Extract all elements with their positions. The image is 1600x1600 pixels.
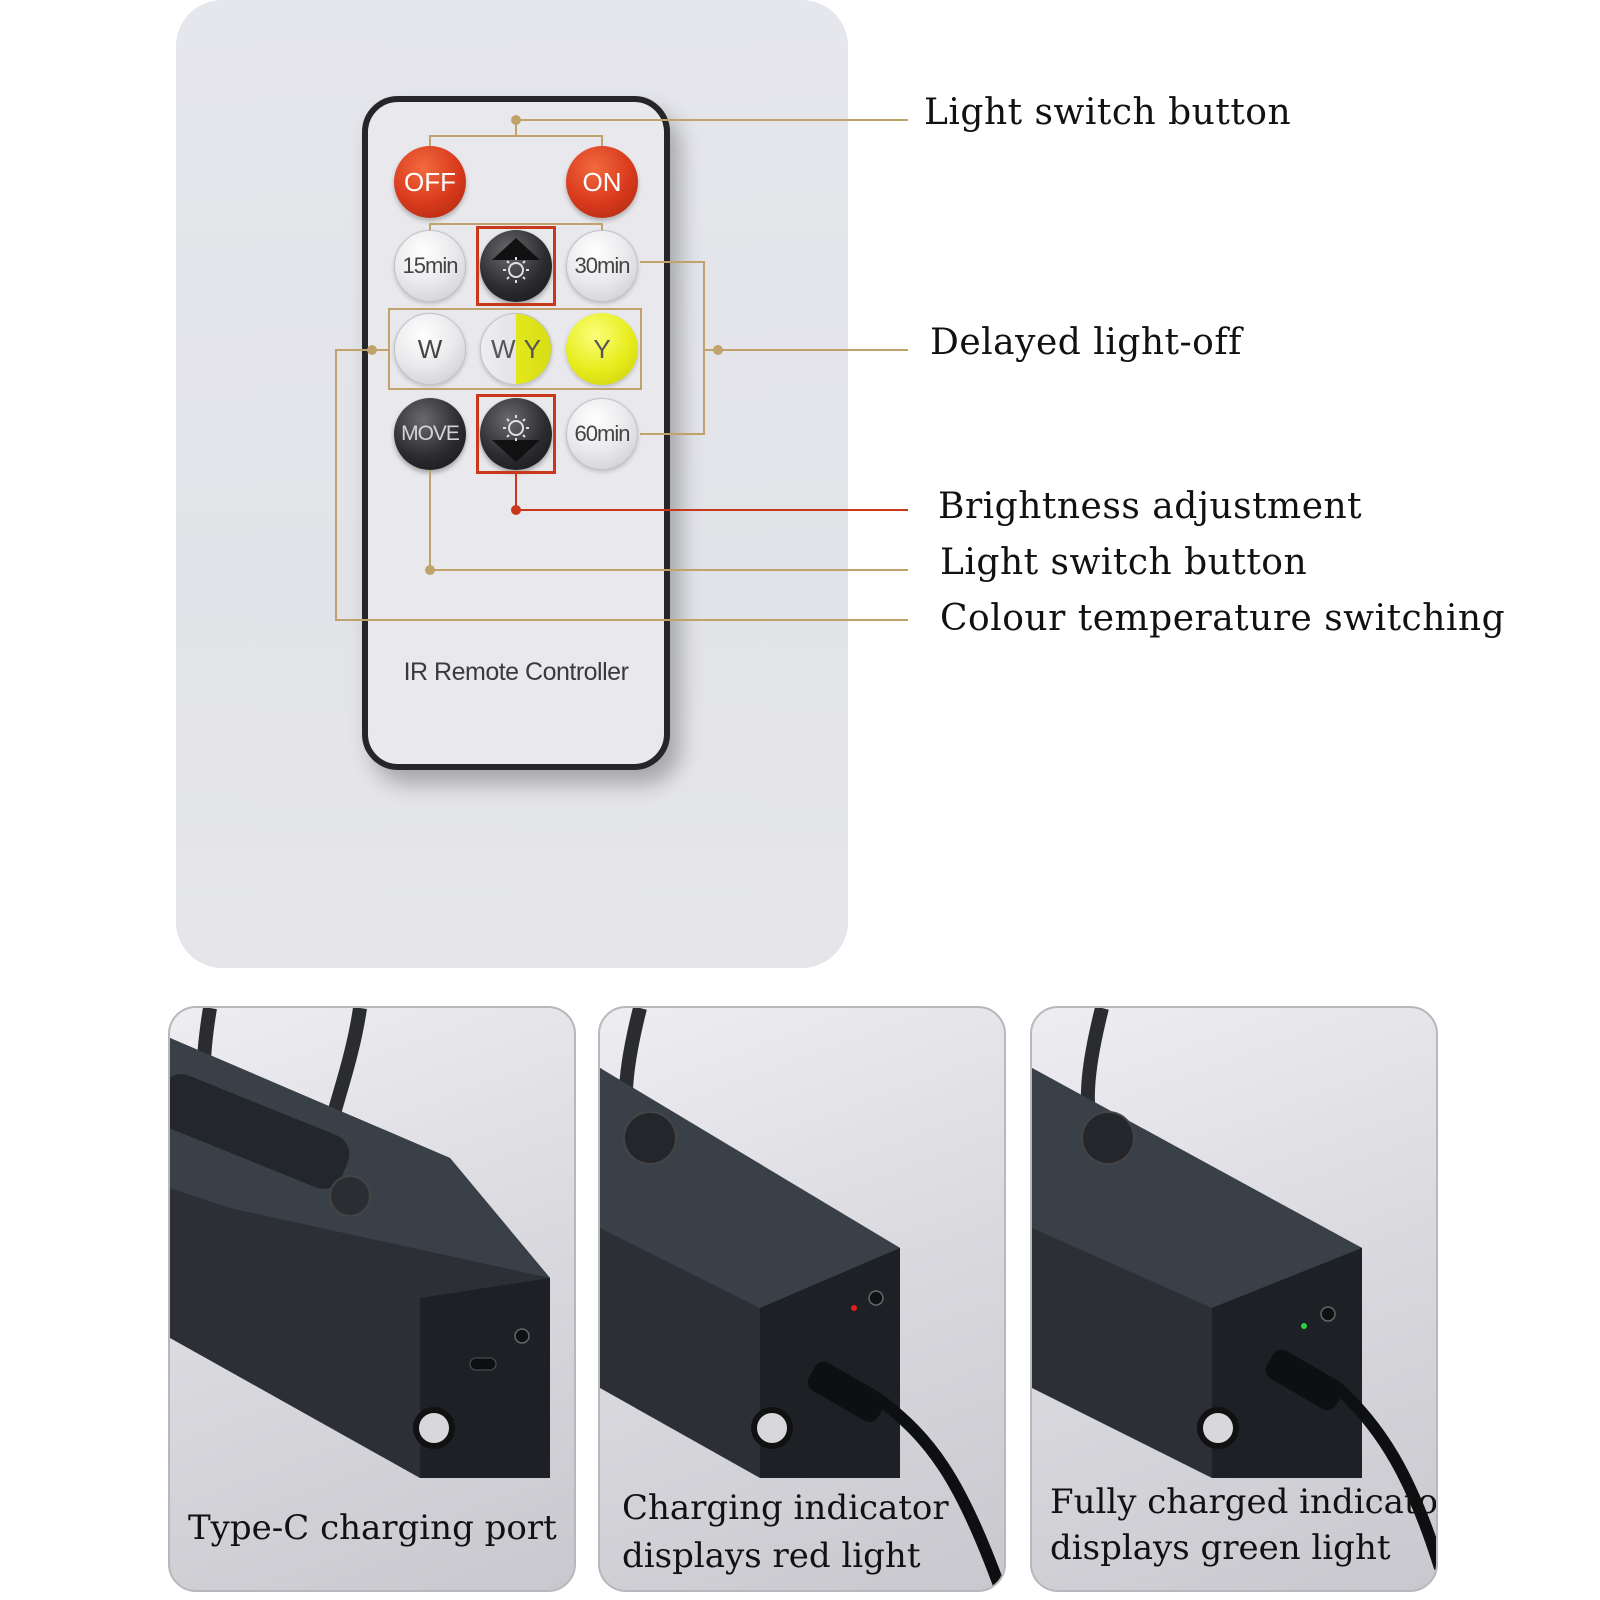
caption-charged-line2: displays green light — [1050, 1528, 1391, 1568]
move-button[interactable]: MOVE — [394, 398, 466, 470]
callout-brightness: Brightness adjustment — [938, 486, 1363, 527]
timer-60min-button[interactable]: 60min — [566, 398, 638, 470]
callout-light-switch-move: Light switch button — [940, 542, 1308, 583]
brightness-down-highlight — [476, 394, 556, 474]
caption-type-c: Type-C charging port — [188, 1508, 557, 1548]
timer-30min-button[interactable]: 30min — [566, 230, 638, 302]
lamp-charging-illustration — [600, 1008, 1004, 1590]
caption-charging-line2: displays red light — [622, 1536, 921, 1576]
brightness-up-highlight — [476, 226, 556, 306]
timer-15min-button[interactable]: 15min — [394, 230, 466, 302]
callout-colour-temp: Colour temperature switching — [940, 598, 1506, 639]
red-indicator-light — [851, 1305, 857, 1311]
remote-label: IR Remote Controller — [403, 658, 629, 686]
callout-light-switch-top: Light switch button — [924, 92, 1292, 133]
green-indicator-light — [1301, 1323, 1307, 1329]
lamp-body-illustration — [170, 1008, 550, 1478]
colour-temperature-group-box — [388, 308, 642, 390]
caption-charging-line1: Charging indicator — [622, 1488, 949, 1528]
caption-charged-line1: Fully charged indicator — [1050, 1482, 1438, 1522]
photo-fully-charged: Fully charged indicator displays green l… — [1030, 1006, 1438, 1592]
photo-charging-indicator: Charging indicator displays red light — [598, 1006, 1006, 1592]
lamp-charged-illustration — [1032, 1008, 1436, 1570]
callout-delayed-off: Delayed light-off — [930, 322, 1242, 363]
brightness-up-icon — [492, 238, 540, 283]
off-button[interactable]: OFF — [394, 146, 466, 218]
photo-type-c-port: Type-C charging port — [168, 1006, 576, 1592]
brightness-up-button[interactable] — [480, 230, 552, 302]
on-button[interactable]: ON — [566, 146, 638, 218]
